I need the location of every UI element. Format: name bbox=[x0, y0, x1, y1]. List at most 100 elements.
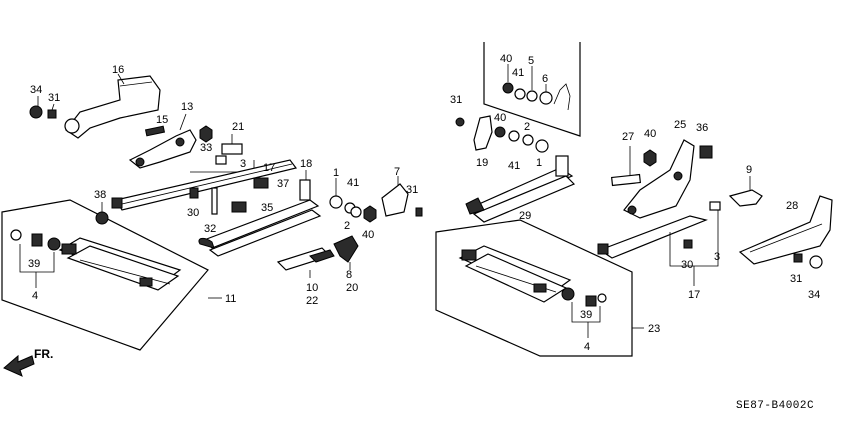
callout-31-c: 31 bbox=[450, 94, 462, 106]
left-seat-rail-assembly bbox=[58, 237, 182, 291]
part-38-bolt bbox=[95, 211, 109, 225]
callout-17: 17 bbox=[263, 162, 275, 174]
callout-28: 28 bbox=[786, 200, 798, 212]
part-18-seat-track bbox=[198, 179, 322, 257]
callout-31-b: 31 bbox=[406, 184, 418, 196]
callout-39: 39 bbox=[28, 258, 40, 270]
callout-16: 16 bbox=[112, 64, 124, 76]
part-29-seat-track bbox=[465, 155, 576, 223]
callout-41-c: 41 bbox=[508, 160, 520, 172]
part-37-nut bbox=[253, 177, 269, 189]
part-3-clip bbox=[215, 155, 227, 165]
callout-29: 29 bbox=[519, 210, 531, 222]
callout-25: 25 bbox=[674, 119, 686, 131]
callout-7: 7 bbox=[394, 166, 400, 178]
callout-4: 4 bbox=[32, 290, 38, 302]
callout-40: 40 bbox=[362, 229, 374, 241]
front-label: FR. bbox=[34, 347, 53, 361]
front-direction-arrow bbox=[3, 354, 35, 377]
callout-labels: 34 31 16 15 13 33 21 3 17 38 30 37 32 35… bbox=[28, 53, 820, 412]
callout-41: 41 bbox=[347, 177, 359, 189]
callout-40-c: 40 bbox=[494, 112, 506, 124]
part-34-knob bbox=[29, 105, 43, 119]
part-39-bolt bbox=[31, 233, 43, 247]
callout-33: 33 bbox=[200, 142, 212, 154]
part-39-nut bbox=[10, 229, 22, 241]
callout-9: 9 bbox=[746, 164, 752, 176]
callout-1-b: 1 bbox=[536, 157, 542, 169]
assembly-23-box bbox=[435, 219, 633, 357]
part-1-bushing bbox=[329, 195, 343, 209]
callout-22: 22 bbox=[306, 295, 318, 307]
callout-13: 13 bbox=[181, 101, 193, 113]
callout-3: 3 bbox=[240, 158, 246, 170]
part-41-washer-right bbox=[508, 130, 520, 142]
part-35-nut bbox=[231, 201, 247, 213]
part-39-nut-right bbox=[597, 293, 607, 303]
part-31-clip-right bbox=[455, 117, 465, 127]
callout-21: 21 bbox=[232, 121, 244, 133]
part-15-pad bbox=[144, 125, 166, 137]
callout-19: 19 bbox=[476, 157, 488, 169]
callout-30: 30 bbox=[187, 207, 199, 219]
part-10-22-rail-cover bbox=[276, 247, 335, 271]
callout-39-b: 39 bbox=[580, 309, 592, 321]
part-4-bolt bbox=[47, 237, 61, 251]
part-31-screw bbox=[415, 207, 423, 217]
callout-8: 8 bbox=[346, 269, 352, 281]
inset-frame bbox=[483, 42, 581, 137]
callout-38: 38 bbox=[94, 189, 106, 201]
callout-36: 36 bbox=[696, 122, 708, 134]
part-9-bracket bbox=[728, 189, 763, 207]
part-40-nut-right bbox=[494, 126, 506, 138]
callout-3-b: 3 bbox=[714, 251, 720, 263]
callout-2-b: 2 bbox=[524, 121, 530, 133]
callout-30-b: 30 bbox=[681, 259, 693, 271]
part-28-rail-cover bbox=[738, 195, 833, 265]
diagram-code: SE87-B4002C bbox=[736, 400, 814, 412]
callout-40-d: 40 bbox=[644, 128, 656, 140]
part-39-bolt-right bbox=[585, 295, 597, 307]
callout-35: 35 bbox=[261, 202, 273, 214]
part-40-nut-upper bbox=[643, 149, 657, 167]
callout-34-b: 34 bbox=[808, 289, 820, 301]
part-5-bushing bbox=[526, 90, 538, 102]
callout-18: 18 bbox=[300, 158, 312, 170]
callout-40-inset: 40 bbox=[500, 53, 512, 65]
part-40-nut bbox=[363, 205, 377, 223]
callout-31-d: 31 bbox=[790, 273, 802, 285]
callout-4-b: 4 bbox=[584, 341, 590, 353]
right-seat-rail-assembly bbox=[458, 245, 572, 303]
callout-11: 11 bbox=[225, 293, 236, 305]
part-40-nut-inset bbox=[502, 82, 514, 94]
callout-37: 37 bbox=[277, 178, 289, 190]
part-32-pin bbox=[211, 187, 218, 215]
callout-2: 2 bbox=[344, 220, 350, 232]
part-30-bolt-right bbox=[683, 239, 693, 249]
part-31-screw-right bbox=[793, 253, 803, 263]
part-25-recliner-bracket bbox=[623, 139, 695, 219]
callout-5: 5 bbox=[528, 55, 534, 67]
callout-23: 23 bbox=[648, 323, 660, 335]
callout-41-inset: 41 bbox=[512, 67, 524, 79]
part-27-pad bbox=[610, 173, 642, 187]
part-30-bolt bbox=[189, 187, 199, 199]
callout-27: 27 bbox=[622, 131, 634, 143]
part-7-cover bbox=[381, 183, 409, 217]
callout-15: 15 bbox=[156, 114, 168, 126]
part-4-bolt-right bbox=[561, 287, 575, 301]
part-13-recliner-bracket bbox=[128, 129, 197, 169]
part-17-rail bbox=[597, 201, 721, 259]
callout-34: 34 bbox=[30, 84, 42, 96]
part-1-bushing-right bbox=[535, 139, 549, 153]
callout-17-b: 17 bbox=[688, 289, 700, 301]
callout-6: 6 bbox=[542, 73, 548, 85]
callout-1: 1 bbox=[333, 167, 339, 179]
part-6-spacer bbox=[539, 91, 553, 105]
part-33-nut bbox=[199, 125, 213, 143]
left-upper-rail bbox=[111, 159, 298, 211]
part-16-recliner-cover bbox=[64, 75, 161, 139]
callout-31: 31 bbox=[48, 92, 60, 104]
assembly-11-box bbox=[1, 199, 209, 351]
